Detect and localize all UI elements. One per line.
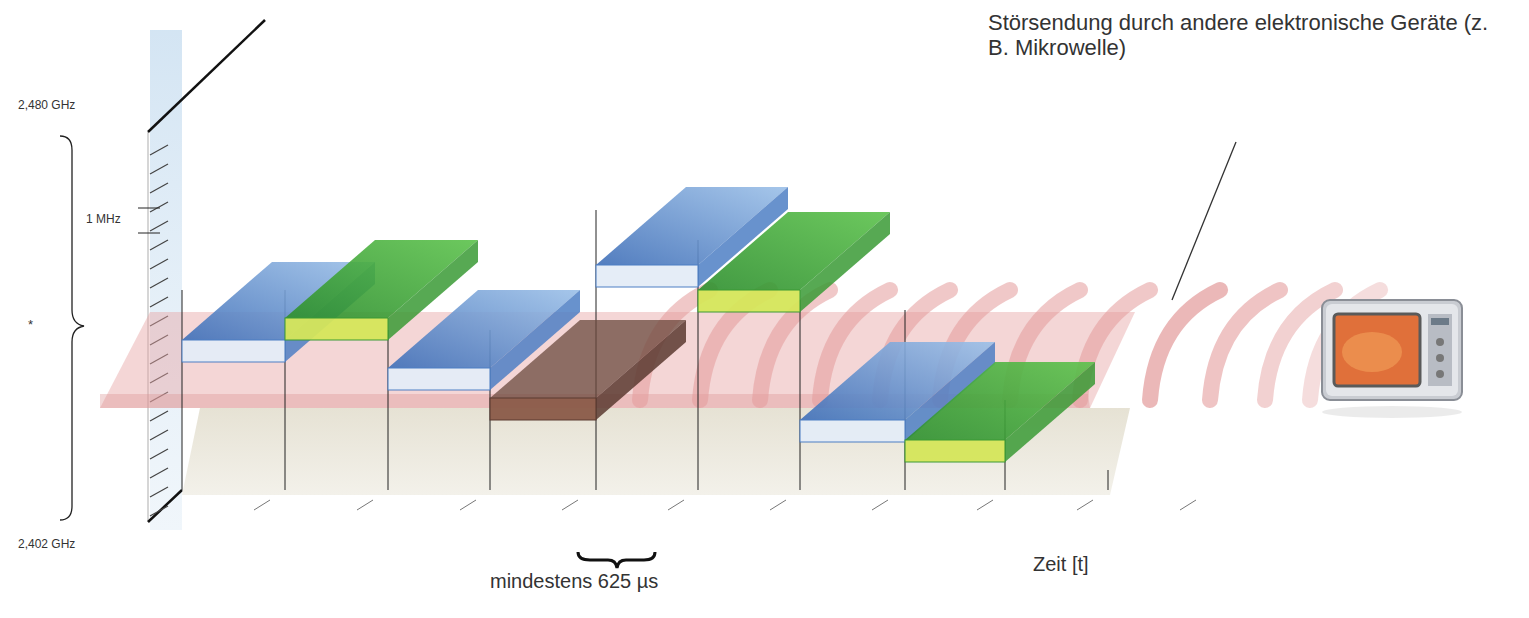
slot-line: [182, 290, 183, 490]
slot-line: [800, 300, 801, 490]
frequency-tick: [150, 221, 168, 231]
packet-front: [182, 340, 285, 362]
mhz-marker: [138, 208, 160, 209]
frequency-tick: [150, 278, 168, 288]
leader-line: [1172, 142, 1236, 300]
packet-front: [490, 398, 596, 420]
packet-side: [1005, 362, 1095, 462]
packet-front: [800, 420, 905, 442]
packet-front: [285, 318, 388, 340]
slot-line: [388, 330, 389, 490]
time-tick: [562, 500, 578, 510]
frequency-tick: [150, 259, 168, 269]
packet-front: [388, 368, 490, 390]
frequency-tick: [150, 411, 168, 421]
frequency-tick: [150, 487, 168, 497]
mhz-marker: [138, 233, 160, 234]
frequency-tick: [150, 202, 168, 212]
frequency-tick: [150, 164, 168, 174]
interference-callout: Störsendung durch andere elektronische G…: [988, 10, 1513, 61]
frequency-tick: [150, 449, 168, 459]
time-tick: [668, 500, 684, 510]
time-tick: [1180, 500, 1196, 510]
microwave-oven: [1322, 300, 1462, 418]
time-tick: [872, 500, 888, 510]
packet-front: [698, 290, 800, 312]
time-tick: [254, 500, 270, 510]
frequency-tick: [150, 506, 168, 516]
time-ticks: [254, 500, 1196, 510]
packet-side: [596, 320, 686, 420]
axis-label: Zeit [t]: [1033, 553, 1089, 576]
time-tick: [1077, 500, 1093, 510]
packet-side: [800, 212, 890, 312]
time-tick: [357, 500, 373, 510]
frequency-tick: [150, 240, 168, 250]
packet-front: [905, 440, 1005, 462]
frequency-tick: [150, 430, 168, 440]
time-tick: [770, 500, 786, 510]
frequency-tick: [150, 297, 168, 307]
footnote-marker: *: [28, 318, 33, 333]
frequency-tick: [150, 183, 168, 193]
slot-duration-label: mindestens 625 µs: [490, 570, 658, 593]
frequency-label: 2,402 GHz: [18, 538, 75, 552]
bandwidth-label: 1 MHz: [86, 213, 121, 227]
packet-front: [596, 265, 698, 287]
time-tick: [460, 500, 476, 510]
frequency-tick: [150, 468, 168, 478]
slot-line: [1108, 470, 1109, 490]
slot-brace: [578, 552, 655, 568]
range-brace: [60, 136, 84, 520]
time-tick: [977, 500, 993, 510]
frequency-label: 2,480 GHz: [18, 99, 75, 113]
hop-packets: [182, 187, 1095, 462]
frequency-tick: [150, 145, 168, 155]
axis-line: [148, 20, 265, 132]
